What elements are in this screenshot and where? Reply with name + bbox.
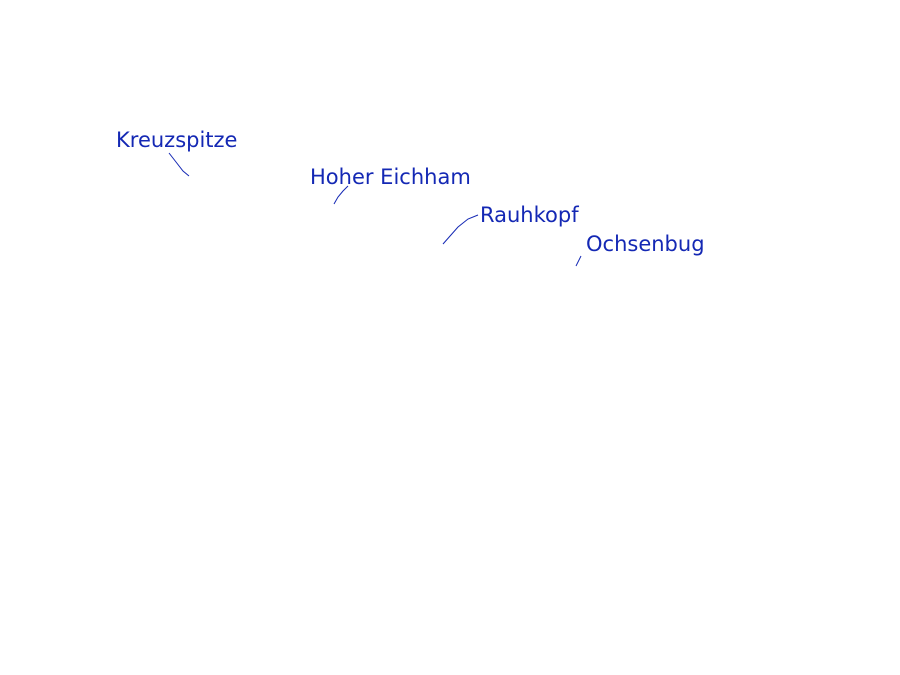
leader-line-rauhkopf	[442, 214, 479, 245]
leader-line-kreuzspitze	[168, 152, 190, 177]
peak-label-hoher-eichham: Hoher Eichham	[310, 165, 471, 189]
leader-line-hoher-eichham	[333, 185, 349, 205]
leader-line-ochsenbug	[575, 255, 582, 267]
peak-label-ochsenbug: Ochsenbug	[586, 232, 705, 256]
peak-label-rauhkopf: Rauhkopf	[480, 203, 579, 227]
peak-label-kreuzspitze: Kreuzspitze	[116, 128, 238, 152]
